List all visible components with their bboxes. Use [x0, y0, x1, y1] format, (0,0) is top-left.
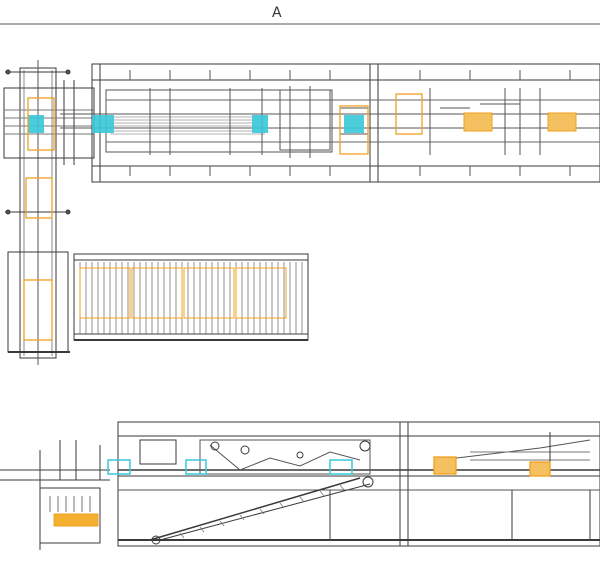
accumulation-conveyor	[7, 251, 309, 353]
carton-icon	[25, 177, 53, 219]
sensor-icon	[329, 459, 353, 475]
top-conveyor-frame	[60, 63, 600, 183]
carton-icon	[27, 97, 55, 151]
plan-view-highlights	[23, 93, 577, 341]
carton-icon	[529, 461, 551, 477]
carton-icon	[547, 112, 577, 132]
sensor-icon	[252, 115, 268, 133]
side-view-highlights	[53, 456, 551, 527]
conveyor-side-view	[0, 421, 600, 550]
sensor-icon	[92, 115, 114, 133]
conveyor-plan-view	[3, 60, 600, 365]
carton-icon	[433, 456, 457, 475]
sensor-icon	[28, 115, 44, 133]
section-marker: A	[0, 5, 600, 25]
sensor-icon	[344, 115, 364, 133]
carton-icon	[339, 105, 369, 155]
vertical-transfer-tower	[3, 60, 95, 365]
section-label: A	[272, 5, 282, 21]
carton-icon	[395, 93, 423, 135]
side-main-frame	[117, 421, 600, 547]
sensor-icon	[185, 459, 207, 475]
carton-icon	[23, 279, 53, 341]
carton-outlines-row	[79, 267, 287, 319]
infeed-section	[0, 440, 110, 550]
carton-icon	[53, 513, 99, 527]
carton-icon	[463, 112, 493, 132]
sensor-icon	[107, 459, 131, 475]
